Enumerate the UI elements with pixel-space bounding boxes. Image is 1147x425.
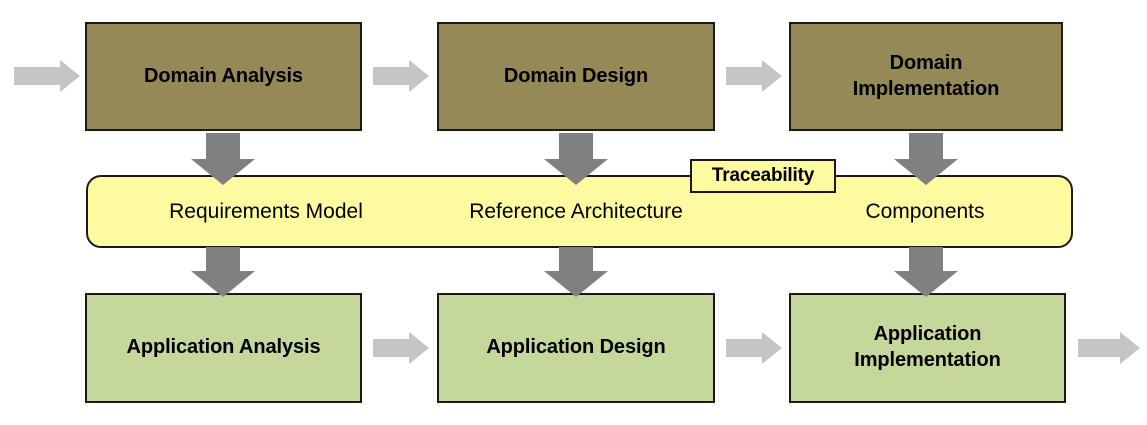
traceability-label: Traceability [711,165,815,186]
arrow-head [894,159,958,185]
arrow-shaft [909,247,943,273]
arrow-shaft [206,133,240,161]
arrow-domain-analysis-to-design [373,60,429,92]
domain-design-label: Domain Design [503,64,649,87]
arrow-shaft [909,133,943,161]
domain-design-box[interactable]: Domain Design [437,22,715,131]
application-implementation-label-line2: Implementation [854,349,1001,371]
application-implementation-box[interactable]: Application Implementation [789,293,1066,403]
domain-implementation-label-line2: Implementation [852,77,1000,100]
arrow-requirements-model-to-application-analysis [191,247,255,297]
application-implementation-label: Application Implementation [854,322,1001,373]
exit-arrow-application [1078,332,1140,364]
arrow-head [544,159,608,185]
arrow-application-design-to-implementation [726,332,782,364]
traceability-callout[interactable]: Traceability [690,159,836,193]
arrow-domain-analysis-to-requirements-model [191,133,255,185]
application-design-box[interactable]: Application Design [437,293,715,403]
entry-arrow-domain [14,60,80,92]
arrow-components-to-application-implementation [894,247,958,297]
asset-requirements-model: Requirements Model [86,192,446,232]
asset-requirements-model-label: Requirements Model [169,200,363,223]
domain-implementation-box[interactable]: Domain Implementation [789,22,1063,131]
application-implementation-label-line1: Application [873,323,982,346]
application-design-label: Application Design [486,336,666,359]
asset-reference-architecture: Reference Architecture [396,192,756,232]
arrow-domain-design-to-implementation [726,60,782,92]
asset-reference-architecture-label: Reference Architecture [469,200,683,223]
arrow-head [191,271,255,297]
asset-components: Components [790,192,1060,232]
arrow-shaft [373,339,411,357]
domain-analysis-label: Domain Analysis [144,64,303,87]
arrow-head [762,332,782,364]
asset-components-label: Components [865,200,985,223]
arrow-shaft [373,67,411,85]
arrow-head [1120,332,1140,364]
arrow-head [409,332,429,364]
arrow-head [191,159,255,185]
arrow-shaft [559,247,593,273]
arrow-head [409,60,429,92]
domain-implementation-label-line1: Domain [889,51,963,74]
domain-implementation-label: Domain Implementation [852,51,1000,102]
arrow-shaft [1078,339,1122,357]
arrow-domain-design-to-reference-architecture [544,133,608,185]
arrow-head [60,60,80,92]
arrow-shaft [726,67,764,85]
arrow-head [544,271,608,297]
arrow-head [762,60,782,92]
arrow-shaft [726,339,764,357]
arrow-reference-architecture-to-application-design [544,247,608,297]
arrow-shaft [14,67,62,85]
arrow-shaft [206,247,240,273]
domain-analysis-box[interactable]: Domain Analysis [85,22,362,131]
application-analysis-box[interactable]: Application Analysis [85,293,362,403]
arrow-head [894,271,958,297]
arrow-application-analysis-to-design [373,332,429,364]
arrow-domain-implementation-to-components [894,133,958,185]
arrow-shaft [559,133,593,161]
application-analysis-label: Application Analysis [126,336,321,359]
